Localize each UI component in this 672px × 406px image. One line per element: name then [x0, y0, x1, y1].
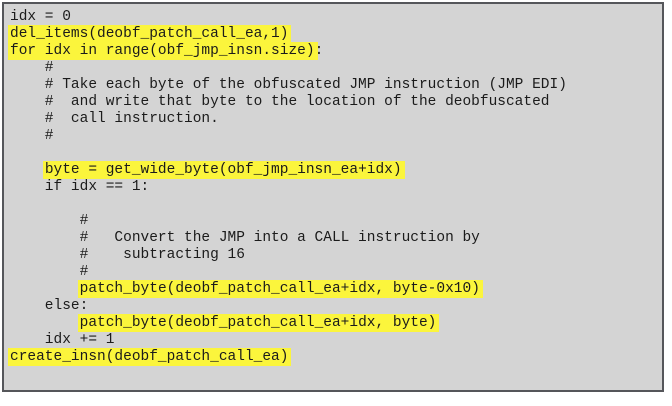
code-text: idx += 1: [10, 332, 115, 348]
code-line: else:: [10, 298, 658, 315]
code-line: del_items(deobf_patch_call_ea,1): [8, 25, 658, 43]
highlighted-code: byte = get_wide_byte(obf_jmp_insn_ea+idx…: [42, 161, 405, 179]
code-text: #: [10, 213, 89, 229]
highlighted-code: patch_byte(deobf_patch_call_ea+idx, byte…: [77, 280, 483, 298]
code-line: [10, 196, 658, 213]
code-line: if idx == 1:: [10, 179, 658, 196]
code-text: :: [314, 43, 324, 59]
code-text: if idx == 1:: [10, 179, 150, 195]
code-line: #: [10, 60, 658, 77]
code-text: # subtracting 16: [10, 247, 245, 263]
code-line: # call instruction.: [10, 111, 658, 128]
highlighted-code: del_items(deobf_patch_call_ea,1): [8, 25, 292, 43]
code-text: #: [10, 128, 54, 144]
highlighted-code: create_insn(deobf_patch_call_ea): [8, 348, 292, 366]
code-line: idx = 0: [10, 9, 658, 26]
code-line: idx += 1: [10, 332, 658, 349]
code-text: # call instruction.: [10, 111, 219, 127]
code-line: # Take each byte of the obfuscated JMP i…: [10, 77, 658, 94]
code-line: # subtracting 16: [10, 247, 658, 264]
code-line: # Convert the JMP into a CALL instructio…: [10, 230, 658, 247]
code-line: create_insn(deobf_patch_call_ea): [8, 348, 658, 366]
code-line: #: [10, 264, 658, 281]
code-line: patch_byte(deobf_patch_call_ea+idx, byte…: [10, 314, 658, 332]
code-text: #: [10, 264, 89, 280]
code-text: #: [10, 60, 54, 76]
code-line: patch_byte(deobf_patch_call_ea+idx, byte…: [10, 280, 658, 298]
code-text: idx = 0: [10, 9, 71, 25]
code-text: # Convert the JMP into a CALL instructio…: [10, 230, 480, 246]
code-text: # and write that byte to the location of…: [10, 94, 550, 110]
code-line: for idx in range(obf_jmp_insn.size):: [8, 42, 658, 60]
code-line: #: [10, 213, 658, 230]
code-text: # Take each byte of the obfuscated JMP i…: [10, 77, 567, 93]
code-line: byte = get_wide_byte(obf_jmp_insn_ea+idx…: [10, 161, 658, 179]
highlighted-code: for idx in range(obf_jmp_insn.size): [8, 42, 318, 60]
code-line: # and write that byte to the location of…: [10, 94, 658, 111]
code-text: [10, 162, 45, 178]
code-text: else:: [10, 298, 89, 314]
code-line: #: [10, 128, 658, 145]
code-line: [10, 145, 658, 162]
code-text: [10, 315, 80, 331]
highlighted-code: patch_byte(deobf_patch_call_ea+idx, byte…: [77, 314, 440, 332]
code-text: [10, 281, 80, 297]
